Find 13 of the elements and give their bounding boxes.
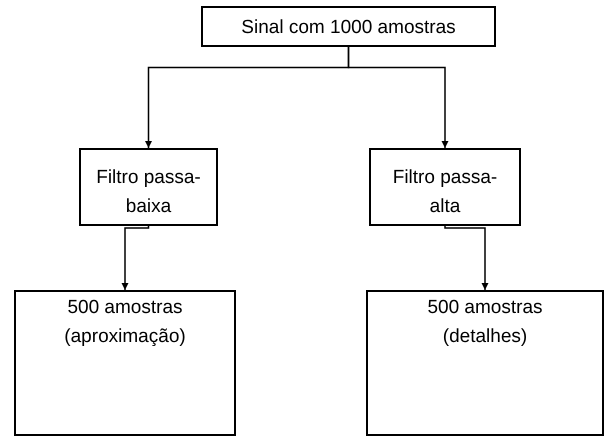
box-label: Filtro passa-baixa [95,166,202,218]
process-box [14,290,236,436]
process-box [201,6,496,47]
arrow [348,47,448,148]
process-box [366,290,604,436]
box-label: 500 amostras (aproximação) [63,296,187,348]
box-label: 500 amostras (detalhes) [426,296,544,348]
arrow [444,226,488,290]
box-label: Sinal com 1000 amostras [241,16,456,40]
arrow [122,226,150,290]
process-box [369,148,521,226]
box-label: Filtro passa-alta [392,166,498,218]
process-box [79,148,218,226]
